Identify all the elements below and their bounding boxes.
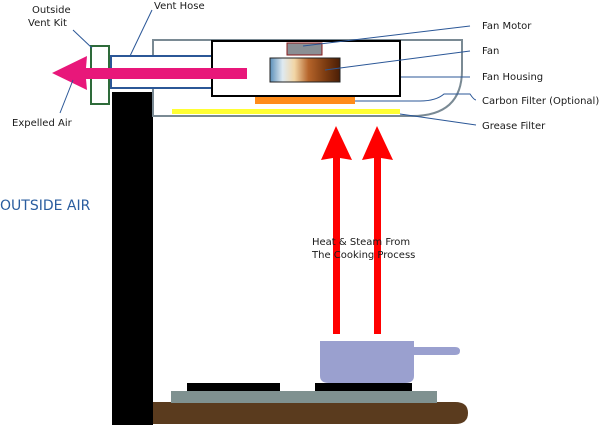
label-fan-motor: Fan Motor bbox=[482, 21, 532, 32]
label-grease-filter: Grease Filter bbox=[482, 121, 546, 132]
counter bbox=[152, 402, 468, 424]
leader-lines bbox=[59, 9, 477, 126]
stove bbox=[171, 391, 437, 403]
label-outside-air: OUTSIDE AIR bbox=[0, 198, 91, 214]
heat-arrow-left bbox=[321, 126, 352, 334]
exhaust-arrow bbox=[52, 56, 247, 90]
label-heat-steam-1: Heat & Steam From bbox=[312, 237, 410, 248]
label-carbon-filter: Carbon Filter (Optional) bbox=[482, 96, 599, 107]
pot bbox=[320, 341, 414, 383]
label-heat-steam-2: The Cooking Process bbox=[311, 250, 415, 261]
wall bbox=[112, 92, 153, 425]
fan bbox=[269, 57, 341, 83]
burner-right bbox=[315, 383, 412, 391]
label-fan: Fan bbox=[482, 46, 499, 57]
label-expelled-air: Expelled Air bbox=[12, 118, 73, 129]
label-fan-housing: Fan Housing bbox=[482, 72, 543, 83]
heat-arrow-right bbox=[362, 126, 393, 334]
pot-handle bbox=[414, 347, 460, 355]
burner-left bbox=[187, 383, 280, 391]
fan-motor bbox=[286, 42, 323, 56]
carbon-filter bbox=[255, 97, 355, 104]
label-vent-hose: Vent Hose bbox=[154, 1, 205, 12]
grease-filter bbox=[172, 109, 400, 114]
label-outside-vent-kit-1: Outside bbox=[32, 5, 71, 16]
label-outside-vent-kit-2: Vent Kit bbox=[28, 18, 67, 29]
